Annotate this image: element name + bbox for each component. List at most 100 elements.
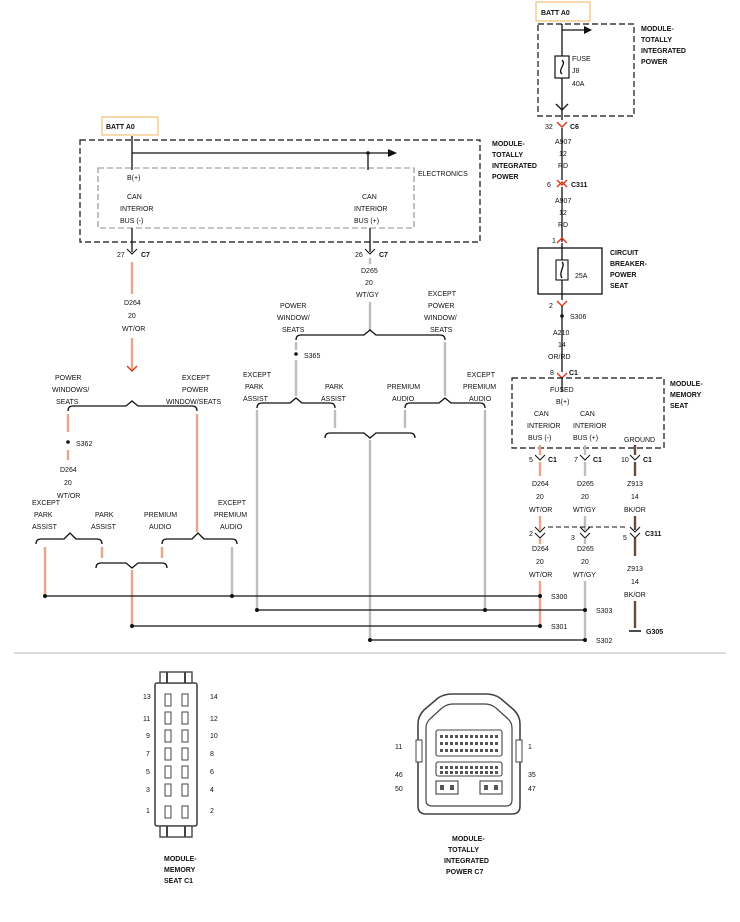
c7-cavity <box>485 742 488 745</box>
opt-left-prem-1: PREMIUM <box>144 512 177 519</box>
c7-cavity <box>490 771 493 774</box>
opt-mid-epa-3: ASSIST <box>243 396 269 403</box>
tipm-left-can-plus-3: BUS (+) <box>354 218 379 225</box>
r-d265-up-circuit: D265 <box>577 481 594 488</box>
r-z913-low-gauge: 14 <box>631 579 639 586</box>
opt-left-eprem-2: PREMIUM <box>214 512 247 519</box>
c7-cavity <box>450 766 453 769</box>
c7-cavity <box>460 766 463 769</box>
c311-r-label: C311 <box>645 531 661 538</box>
a210-circuit: A210 <box>553 330 569 337</box>
mid-option-bracket-4 <box>324 432 416 439</box>
splice-s303-label: S303 <box>596 608 612 615</box>
c1-pin-11: 11 <box>143 716 150 723</box>
c1-pin-10: 10 <box>210 733 218 740</box>
c7-cavity <box>465 771 468 774</box>
electronics-label: ELECTRONICS <box>418 171 468 178</box>
c7-cavity <box>465 735 468 738</box>
c7-cavity <box>475 742 478 745</box>
d265-mid-circuit: D265 <box>361 268 378 275</box>
memory-seat-name-2: MEMORY <box>670 392 702 399</box>
d265-mid-color: WT/GY <box>356 292 379 299</box>
opt-left-pa-1: PARK <box>95 512 114 519</box>
ms-can-plus-1: CAN <box>580 411 595 418</box>
mid-option-bracket-3 <box>404 397 486 409</box>
c7-cavity <box>450 771 453 774</box>
tipm-top-name-1: MODULE- <box>641 26 674 33</box>
splice-s301-label: S301 <box>551 624 567 631</box>
c1-cavity <box>181 693 189 707</box>
c7-cavity <box>450 742 453 745</box>
r-d265-up-gauge: 20 <box>581 494 589 501</box>
opt-left-pws-3: SEATS <box>56 399 79 406</box>
ms-c1-plus-label: C1 <box>593 457 602 464</box>
c1-pin-6: 6 <box>210 769 214 776</box>
c7-cavity <box>470 735 473 738</box>
c311-right-d265-icon <box>579 526 591 533</box>
opt-left-pws-2: WINDOWS/ <box>52 387 89 394</box>
a907-upper-color: RD <box>558 163 568 170</box>
r-d264-low-color: WT/OR <box>529 572 552 579</box>
c7-label-47: 47 <box>528 786 536 793</box>
c1-pin-12: 12 <box>210 716 218 723</box>
memory-seat-fused-2: B(+) <box>556 399 569 406</box>
c1-pin-14: 14 <box>210 694 218 701</box>
c7-cavity <box>445 771 448 774</box>
tipm-left-bplus: B(+) <box>127 175 140 182</box>
c7-cavity <box>455 742 458 745</box>
a907-upper-circuit: A907 <box>555 139 571 146</box>
batt-a0-top-label: BATT A0 <box>541 10 570 17</box>
c1-cavity <box>164 765 172 779</box>
c1-cavity <box>164 747 172 761</box>
splice-s362-label: S362 <box>76 441 92 448</box>
c7-caption-1: MODULE- <box>452 836 485 843</box>
c1-caption-2: MEMORY <box>164 867 196 874</box>
ms-can-minus-1: CAN <box>534 411 549 418</box>
batt-a0-left-label: BATT A0 <box>106 124 135 131</box>
left-option-bracket-2 <box>35 532 103 545</box>
c7-cavity <box>445 742 448 745</box>
c7-minus-connector-icon <box>126 248 138 255</box>
c7-caption-4: POWER C7 <box>446 869 483 876</box>
c7-cavity <box>495 766 498 769</box>
c7-plus-connector-icon <box>364 248 376 255</box>
d264-left-color: WT/OR <box>122 326 145 333</box>
c7-cavity <box>480 735 483 738</box>
c1-fused-label: C1 <box>569 370 578 377</box>
d264-s362-gauge: 20 <box>64 480 72 487</box>
splice-s306-label: S306 <box>570 314 586 321</box>
ms-can-minus-3: BUS (-) <box>528 435 551 442</box>
splice-s362-dot <box>66 440 70 444</box>
r-d265-up-color: WT/GY <box>573 507 596 514</box>
right-wires: D264 20 WT/OR D265 20 WT/GY Z913 14 BK/O… <box>529 462 663 640</box>
batt-a0-top-box <box>535 1 591 22</box>
c7-cavity <box>485 735 488 738</box>
c311-r-pin-z913: 5 <box>623 535 627 542</box>
c1-cavity <box>181 711 189 725</box>
tipm-left-can-minus-3: BUS (-) <box>120 218 143 225</box>
c6-pin: 32 <box>545 124 553 131</box>
ms-c1-ground-label: C1 <box>643 457 652 464</box>
opt-left-epws-1: EXCEPT <box>182 375 211 382</box>
ms-pin-minus: 5 <box>529 457 533 464</box>
c7-cavity <box>450 735 453 738</box>
fuse-label-3: 40A <box>572 81 585 88</box>
c7-cavity <box>455 771 458 774</box>
c7-label-1: 1 <box>528 744 532 751</box>
c7-cavity <box>490 735 493 738</box>
opt-mid-epws-2: POWER <box>428 303 454 310</box>
memory-seat-box <box>511 377 665 449</box>
c7-cavity <box>480 749 483 752</box>
opt-mid-eprem-3: AUDIO <box>469 396 492 403</box>
tipm-left-can-plus-1: CAN <box>362 194 377 201</box>
c7-cavity <box>475 749 478 752</box>
c1-caption-1: MODULE- <box>164 856 197 863</box>
tipm-left-name-1: MODULE- <box>492 141 525 148</box>
opt-mid-pa-1: PARK <box>325 384 344 391</box>
ms-can-minus-2: INTERIOR <box>527 423 560 430</box>
ms-c1-plus-icon <box>579 454 591 461</box>
r-d265-low-color: WT/GY <box>573 572 596 579</box>
r-z913-up-circuit: Z913 <box>627 481 643 488</box>
c7-cavity <box>455 766 458 769</box>
